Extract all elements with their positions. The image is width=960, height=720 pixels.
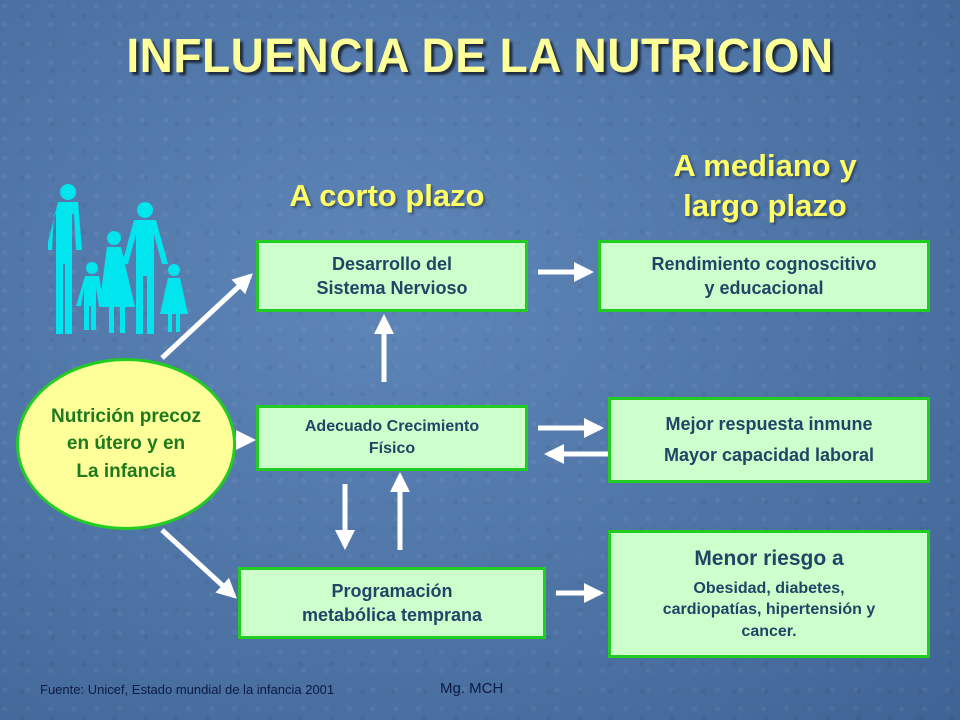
box-immune-line-1: Mejor respuesta inmune [665, 414, 873, 435]
early-nutrition-ellipse: Nutrición precoz en útero y en La infanc… [16, 358, 236, 530]
box-lower-risk-line-1: Obesidad, diabetes, [693, 579, 845, 597]
family-icon [48, 184, 188, 334]
box-lower-risk-heading: Menor riesgo a [694, 547, 844, 571]
box-nervous-system-line-2: Sistema Nervioso [316, 278, 468, 298]
box-lower-risk-line-3: cancer. [741, 622, 797, 640]
box-cognitive-performance: Rendimiento cognoscitivo y educacional [598, 240, 930, 312]
box-physical-growth-line-1: Adecuado Crecimiento [304, 418, 480, 436]
arrow-center-to-metabolic [160, 528, 237, 599]
box-cognitive-line-2: y educacional [704, 278, 824, 298]
source-footnote: Fuente: Unicef, Estado mundial de la inf… [40, 682, 335, 697]
box-lower-risk: Menor riesgo a Obesidad, diabetes, cardi… [608, 530, 930, 658]
early-nutrition-line-3: La infancia [76, 460, 176, 482]
box-immune-line-2: Mayor capacidad laboral [663, 445, 875, 465]
early-nutrition-line-2: en útero y en [66, 433, 186, 455]
heading-long-term-line-2: largo plazo [683, 188, 847, 223]
box-lower-risk-line-2: cardiopatías, hipertensión y [662, 601, 876, 619]
box-metabolic-programming-line-2: metabólica temprana [301, 605, 483, 625]
arrow-center-to-nervous [160, 273, 253, 360]
heading-short-term: A corto plazo [289, 178, 485, 213]
author-credit: Mg. MCH [440, 680, 504, 697]
box-immune-response: Mejor respuesta inmune Mayor capacidad l… [608, 397, 930, 483]
box-physical-growth: Adecuado Crecimiento Físico [256, 405, 528, 471]
early-nutrition-line-1: Nutrición precoz [51, 405, 201, 427]
box-physical-growth-line-2: Físico [368, 440, 416, 457]
box-nervous-system-line-1: Desarrollo del [331, 253, 453, 274]
box-metabolic-programming-line-1: Programación [331, 580, 453, 601]
heading-long-term-line-1: A mediano y [673, 148, 857, 183]
box-metabolic-programming: Programación metabólica temprana [238, 567, 546, 639]
box-cognitive-line-1: Rendimiento cognoscitivo [651, 253, 877, 274]
page-title: INFLUENCIA DE LA NUTRICION [126, 27, 834, 83]
heading-long-term: A mediano y largo plazo [640, 146, 890, 226]
box-nervous-system: Desarrollo del Sistema Nervioso [256, 240, 528, 312]
